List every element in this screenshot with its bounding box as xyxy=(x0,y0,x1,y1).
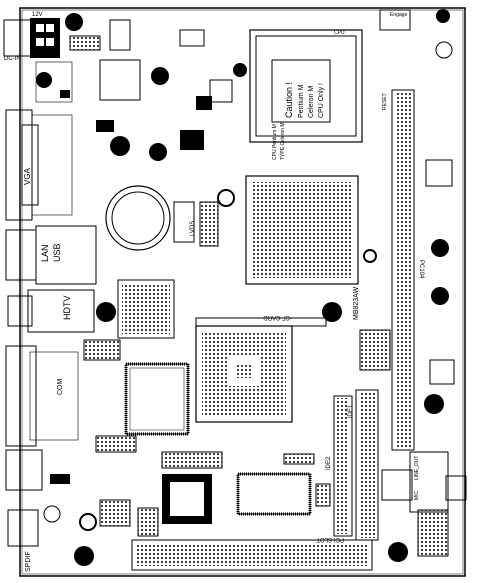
spdif-connector: SPDIF xyxy=(5,449,43,572)
pci-slot: PCI-SLOT xyxy=(131,536,373,571)
caution-title: Caution ! xyxy=(284,82,294,118)
label-lan: LAN xyxy=(40,244,50,262)
northbridge-bga xyxy=(245,175,359,285)
capacitors xyxy=(36,41,453,531)
label-cf-card: CF CARD xyxy=(263,314,290,320)
label-vga: VGA xyxy=(23,167,32,185)
audio-chip-qfp xyxy=(236,472,312,516)
mounting-hole xyxy=(74,546,94,566)
label-line-out: LINE_OUT xyxy=(414,456,420,480)
mounting-hole xyxy=(388,542,408,562)
caution-line-3: CPU Only ! xyxy=(318,83,325,118)
caution-line-1: Pentium M xyxy=(298,84,305,118)
cpu-socket: CPU Caution ! Pentium M Celeron M CPU On… xyxy=(249,29,363,160)
caution-line-2: Celeron M xyxy=(308,86,315,118)
hdtv-connector: HDTV xyxy=(7,289,95,333)
label-cpu-fan: CPU xyxy=(334,30,345,36)
mounting-hole xyxy=(436,9,450,23)
label-hdtv: HDTV xyxy=(62,296,72,321)
label-ide2: IDE2 xyxy=(326,456,332,470)
label-mic: MIC xyxy=(414,490,420,500)
southbridge-bga xyxy=(195,325,293,423)
label-reset: RESET xyxy=(382,93,388,110)
label-ide1: IDE1 xyxy=(348,404,354,418)
vga-connector: VGA xyxy=(5,109,73,221)
com-connector: COM xyxy=(5,345,79,447)
mounting-holes xyxy=(65,9,450,566)
label-pc104: PC104 xyxy=(418,260,424,279)
pcb-inner-outline xyxy=(21,9,464,575)
cpu-type-a: CPU Pentium M xyxy=(272,124,278,160)
cf-card-slot: CF CARD xyxy=(195,314,327,327)
small-components xyxy=(35,9,455,557)
lvds-chip xyxy=(117,279,175,339)
mounting-hole xyxy=(65,13,83,31)
ide2-header: IDE2 xyxy=(326,395,353,537)
pc104-header: PC104 xyxy=(391,89,424,451)
cmos-battery xyxy=(105,185,171,251)
mounting-hole xyxy=(96,302,116,322)
dc-in-connector: 12V DC-IN xyxy=(3,12,60,62)
label-lvds: LVDS xyxy=(190,221,196,236)
mounting-hole xyxy=(322,302,342,322)
super-io-qfp xyxy=(124,362,190,436)
cpu-type-b: TYPE Celeron M xyxy=(280,122,286,160)
label-com: COM xyxy=(57,379,64,396)
label-dc-in: DC-IN xyxy=(4,56,21,62)
label-12v: 12V xyxy=(32,12,43,18)
lan-chip-qfp xyxy=(162,474,212,524)
lan-usb-connector: LAN USB xyxy=(5,225,97,285)
label-mb-model: MB823AW xyxy=(353,286,360,320)
label-usb: USB xyxy=(52,243,62,262)
label-engage: Engage xyxy=(390,12,407,18)
label-pci-slot: PCI-SLOT xyxy=(316,536,344,542)
label-spdif: SPDIF xyxy=(25,551,32,572)
